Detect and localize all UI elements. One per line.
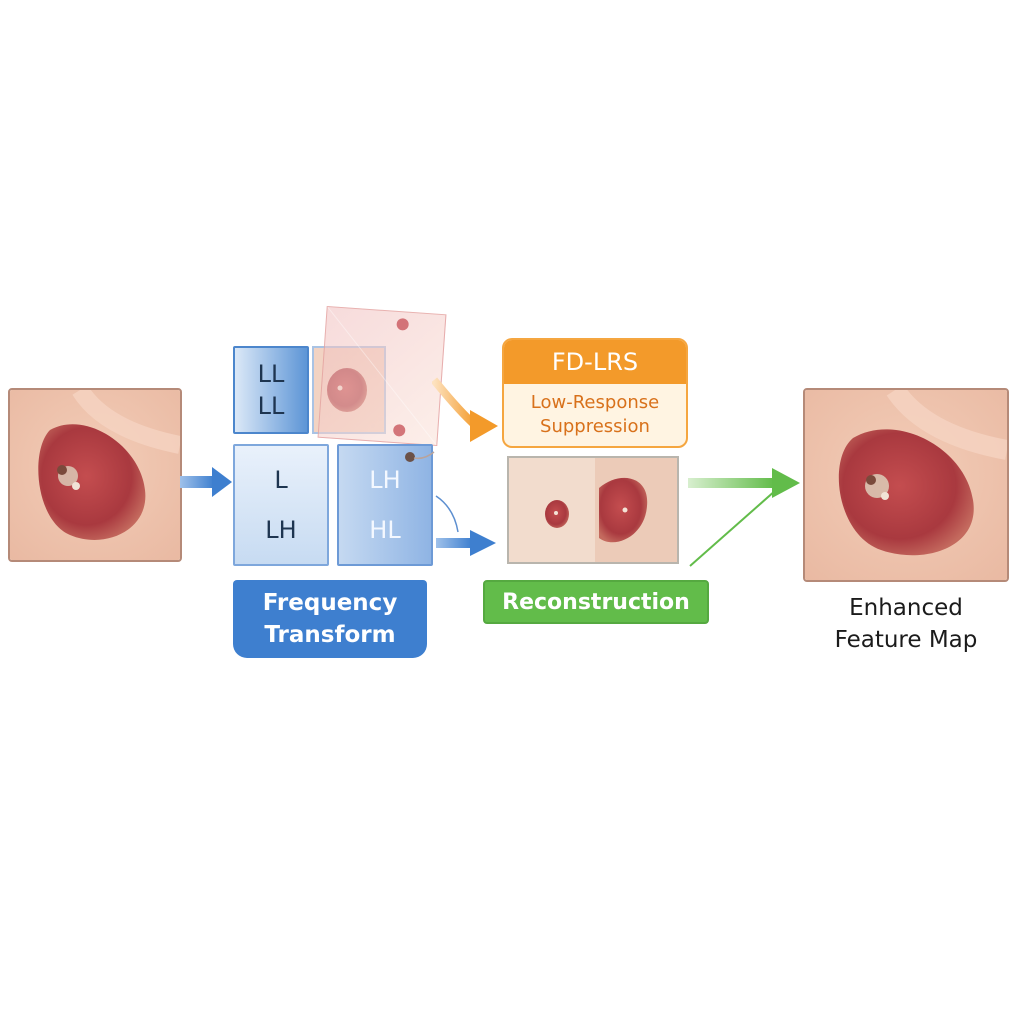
reconstruction-image-left xyxy=(509,458,595,562)
subband-l-label: L xyxy=(274,465,288,494)
reconstruction-images xyxy=(507,456,679,564)
subband-ll-label-a: LL xyxy=(257,359,285,388)
frequency-transform-label: Frequency Transform xyxy=(233,580,427,658)
arrow-to-output xyxy=(688,468,800,567)
subband-lh-hl: LH HL xyxy=(337,444,433,566)
fd-lrs-module: FD-LRS Low-Response Suppression xyxy=(502,338,688,448)
reconstruction-label: Reconstruction xyxy=(483,580,709,624)
subband-lh-right-label: LH xyxy=(369,465,401,494)
input-lesion-image xyxy=(8,388,182,562)
output-enhanced-image xyxy=(803,388,1009,582)
pin-marker xyxy=(405,451,435,462)
arrow-input-to-transform xyxy=(180,467,232,497)
reconstruction-text: Reconstruction xyxy=(502,589,690,615)
output-caption: Enhanced Feature Map xyxy=(803,592,1009,656)
output-caption-line1: Enhanced xyxy=(849,595,963,621)
output-caption-line2: Feature Map xyxy=(834,627,978,654)
arrow-to-fd-lrs xyxy=(432,377,498,442)
subband-ll-top: LL LL xyxy=(233,346,309,434)
subband-l-lh: L LH xyxy=(233,444,329,566)
subband-hl-label: HL xyxy=(369,516,401,544)
reconstruction-image-right xyxy=(595,458,677,562)
fd-lrs-title: FD-LRS xyxy=(504,340,686,384)
frequency-transform-line2: Transform xyxy=(264,622,396,648)
fd-lrs-line1: Low-Response xyxy=(530,391,660,413)
frequency-overlay-sheet xyxy=(317,305,447,447)
subband-ll-label-b: LL xyxy=(257,392,285,420)
arrow-to-reconstruction xyxy=(435,495,496,556)
subband-lh-label: LH xyxy=(265,516,297,544)
frequency-transform-line1: Frequency xyxy=(262,589,398,616)
fd-lrs-line2: Suppression xyxy=(540,416,650,437)
